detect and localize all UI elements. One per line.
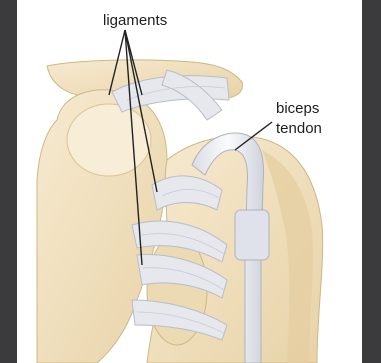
tendon-label: tendon (276, 120, 322, 137)
illustration-panel: ligaments biceps tendon (17, 0, 362, 363)
shoulder-joint-illustration (17, 0, 362, 363)
tendon-sheath (235, 210, 269, 260)
humeral-head-highlight (67, 104, 151, 176)
biceps-label: biceps (276, 100, 319, 117)
ligaments-label: ligaments (103, 12, 167, 29)
